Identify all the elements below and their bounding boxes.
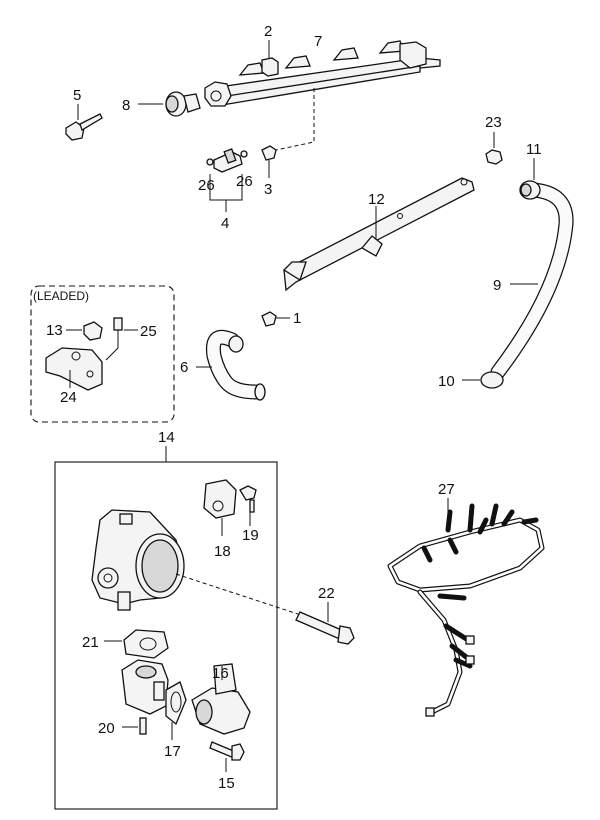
callout-8: 8: [122, 97, 130, 114]
leaded-label: (LEADED): [33, 289, 89, 303]
gasket-17: [165, 681, 187, 740]
callout-10: 10: [438, 373, 455, 390]
callout-24: 24: [60, 389, 77, 406]
callout-14: 14: [158, 429, 175, 446]
callout-18: 18: [214, 543, 231, 560]
gasket-21: [104, 629, 169, 659]
throttle-group-frame: [54, 461, 278, 810]
callout-11: 11: [526, 141, 542, 158]
callout-27: 27: [438, 481, 455, 498]
callout-19: 19: [242, 527, 259, 544]
clamp-1: [261, 311, 290, 327]
sensor-bracket: [45, 347, 103, 391]
rail-cap: [261, 40, 279, 77]
tps-sensor: [203, 479, 237, 536]
callout-26-right: 26: [236, 173, 253, 190]
throttle-body: [91, 509, 185, 611]
callout-15: 15: [218, 775, 235, 792]
callout-26-left: 26: [198, 177, 215, 194]
callout-7: 7: [314, 33, 322, 50]
callout-6: 6: [180, 359, 188, 376]
callout-9: 9: [493, 277, 501, 294]
callout-17: 17: [164, 743, 181, 760]
callout-3: 3: [264, 181, 272, 198]
callout-20: 20: [98, 720, 115, 737]
idle-speed-actuator: [191, 663, 251, 735]
callout-25: 25: [140, 323, 157, 340]
callout-4: 4: [221, 215, 229, 232]
hose-6: [196, 329, 266, 401]
callout-5: 5: [73, 87, 81, 104]
clip: [261, 145, 277, 178]
wiring-harness: [387, 498, 545, 717]
idle-speed-housing: [121, 659, 169, 715]
callout-2: 2: [264, 23, 272, 40]
bolt-15: [209, 741, 245, 772]
tps-screw: [239, 485, 257, 526]
bracket: [282, 177, 475, 292]
fuel-rail: [204, 40, 441, 107]
callout-13: 13: [46, 322, 63, 339]
long-bolt: [295, 602, 355, 645]
plug: [66, 321, 103, 341]
nut: [485, 132, 503, 165]
insulator: [138, 91, 201, 117]
injector: [206, 148, 248, 212]
callout-1: 1: [293, 310, 301, 327]
callout-21: 21: [82, 634, 99, 651]
screw-20: [122, 717, 147, 735]
bolt-5: [65, 104, 103, 141]
callout-12: 12: [368, 191, 385, 208]
callout-23: 23: [485, 114, 502, 131]
callout-22: 22: [318, 585, 335, 602]
vacuum-hose: [462, 158, 574, 389]
callout-16: 16: [212, 665, 229, 682]
sensor-screw: [105, 317, 138, 361]
leaded-group-frame: [30, 285, 175, 423]
